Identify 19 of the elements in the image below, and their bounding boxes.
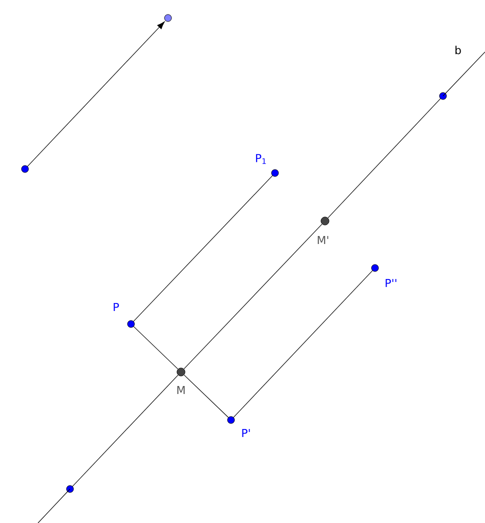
point-dot (439, 92, 447, 100)
point-label: M (177, 386, 185, 394)
point-label: P$_{1}$ (256, 154, 266, 164)
line-name: b (456, 46, 461, 54)
line-segment (233, 270, 373, 418)
point-label: P (114, 303, 119, 311)
line-segment (184, 224, 322, 370)
point-label: P'' (386, 279, 396, 287)
point-label: P' (242, 429, 250, 437)
vector-arrow (27, 21, 165, 167)
line-segment (328, 98, 441, 218)
line-segment (133, 326, 178, 370)
line-segment (133, 175, 273, 322)
point-dot (66, 485, 74, 493)
point-label: M' (318, 236, 328, 244)
line-segment (184, 374, 229, 418)
point-dot (21, 165, 29, 173)
point-dot (164, 14, 172, 22)
line-segment (72, 374, 178, 487)
